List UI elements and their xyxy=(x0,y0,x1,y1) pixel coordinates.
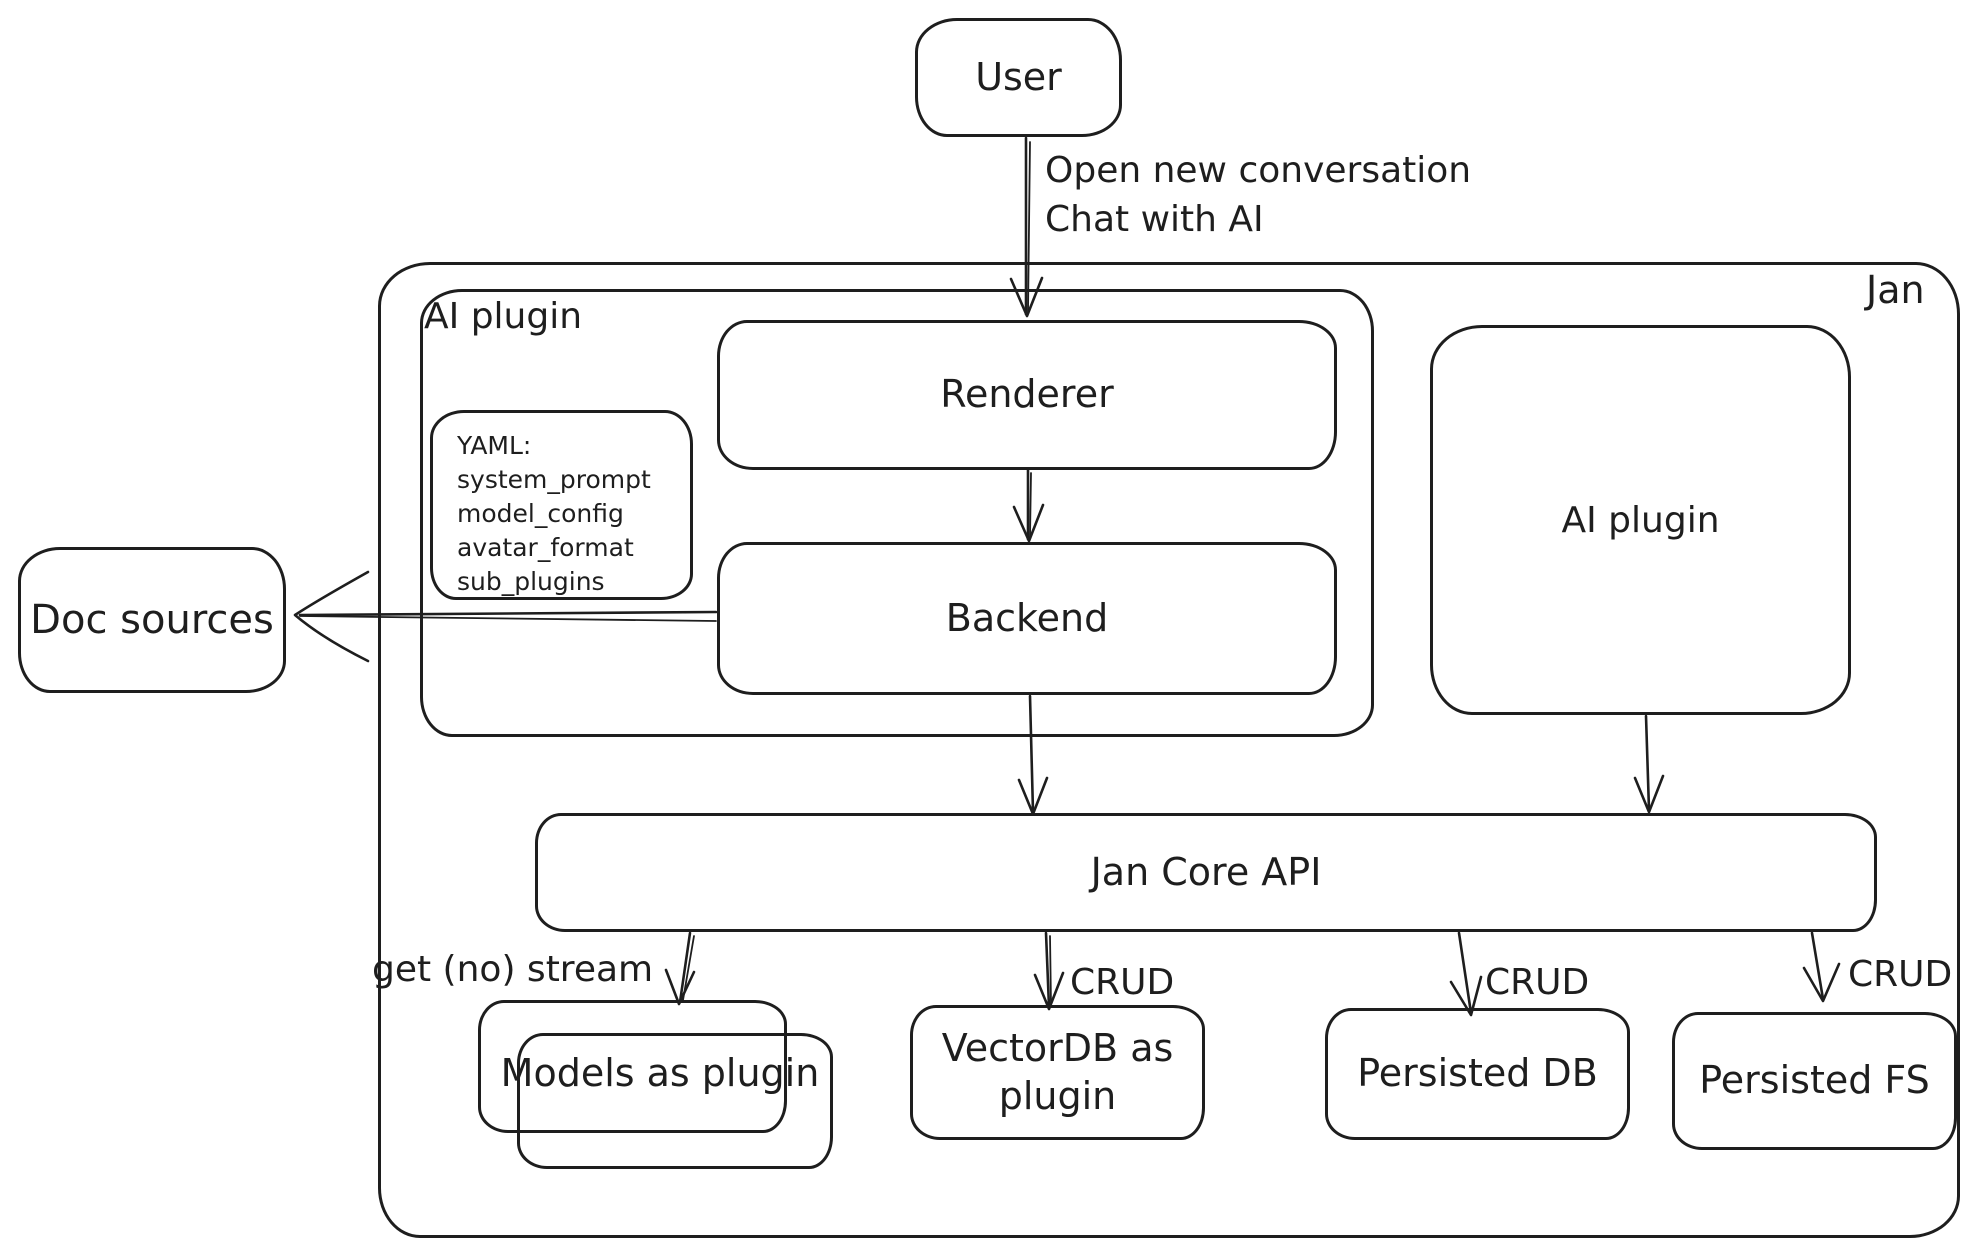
doc-sources-node: Doc sources xyxy=(18,547,286,693)
models-back-box xyxy=(478,1000,787,1133)
jan-core-api-node: Jan Core API xyxy=(535,813,1877,932)
persisted-fs-label: Persisted FS xyxy=(1699,1058,1930,1103)
yaml-line: system_prompt xyxy=(457,465,651,494)
edge-label-crud-persisted-db: CRUD xyxy=(1485,962,1590,1003)
yaml-line: sub_plugins xyxy=(457,567,605,596)
jan-core-api-label: Jan Core API xyxy=(1090,849,1322,894)
ai-plugin-right-label: AI plugin xyxy=(1561,499,1720,541)
ai-plugin-left-label: AI plugin xyxy=(424,296,583,337)
ai-plugin-right-node: AI plugin xyxy=(1430,325,1851,715)
persisted-db-node: Persisted DB xyxy=(1325,1008,1630,1140)
arrowhead xyxy=(293,570,370,663)
backend-node: Backend xyxy=(717,542,1337,695)
edge-label-get-no-stream: get (no) stream xyxy=(372,949,654,990)
models-front-box xyxy=(517,1033,833,1169)
edge-label-crud-persisted-fs: CRUD xyxy=(1848,954,1953,995)
renderer-node: Renderer xyxy=(717,320,1337,470)
yaml-line: YAML: xyxy=(457,431,532,460)
vectordb-label: VectorDB as plugin xyxy=(941,1026,1174,1118)
edge-label-crud-vectordb: CRUD xyxy=(1070,962,1175,1003)
edge-label-open-conversation: Open new conversation Chat with AI xyxy=(1045,150,1472,240)
yaml-line: avatar_format xyxy=(457,533,634,562)
vectordb-node: VectorDB as plugin xyxy=(910,1005,1205,1140)
user-node: User xyxy=(915,18,1122,137)
persisted-fs-node: Persisted FS xyxy=(1672,1012,1957,1150)
models-label: Models as plugin xyxy=(500,1051,820,1095)
user-label: User xyxy=(975,54,1062,99)
yaml-note: YAML: system_prompt model_config avatar_… xyxy=(430,410,693,600)
doc-sources-label: Doc sources xyxy=(30,597,274,643)
yaml-line: model_config xyxy=(457,499,624,528)
backend-label: Backend xyxy=(945,595,1109,640)
persisted-db-label: Persisted DB xyxy=(1357,1051,1598,1096)
jan-label: Jan xyxy=(1866,268,1925,312)
renderer-label: Renderer xyxy=(940,372,1114,417)
